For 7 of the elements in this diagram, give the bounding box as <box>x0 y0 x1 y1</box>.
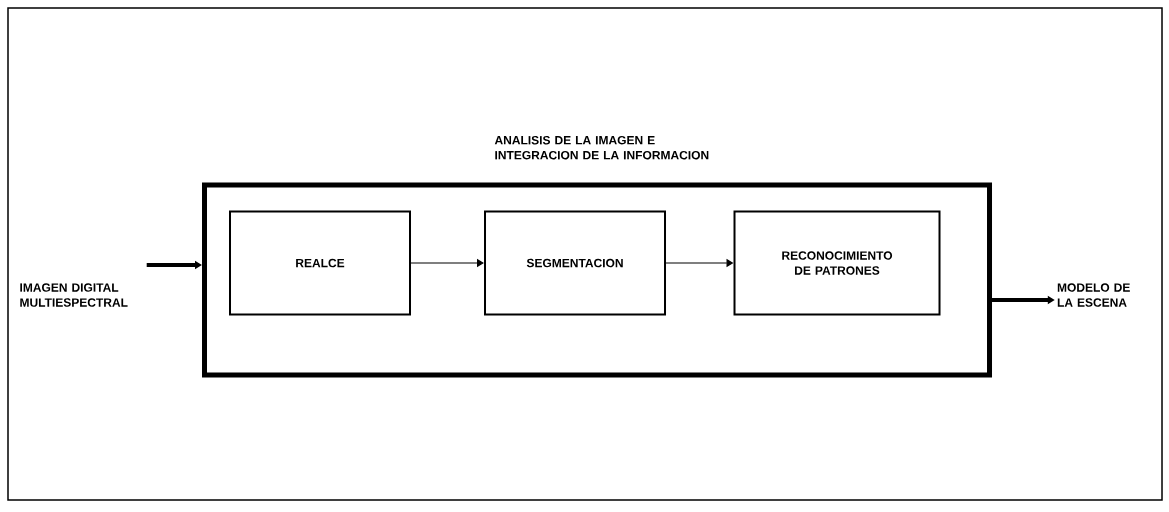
process-box: REALCE <box>229 210 411 316</box>
group-box <box>202 182 992 378</box>
label-text: IMAGEN DIGITAL MULTIESPECTRAL <box>20 283 128 307</box>
group-heading: ANALISIS DE LA IMAGEN E INTEGRACION DE LA INFORMACION <box>494 136 709 160</box>
process-box: RECONOCIMIENTO DE PATRONES <box>733 210 941 316</box>
process-box: SEGMENTACION <box>484 210 666 316</box>
label-text: MODELO DE LA ESCENA <box>1057 283 1130 307</box>
